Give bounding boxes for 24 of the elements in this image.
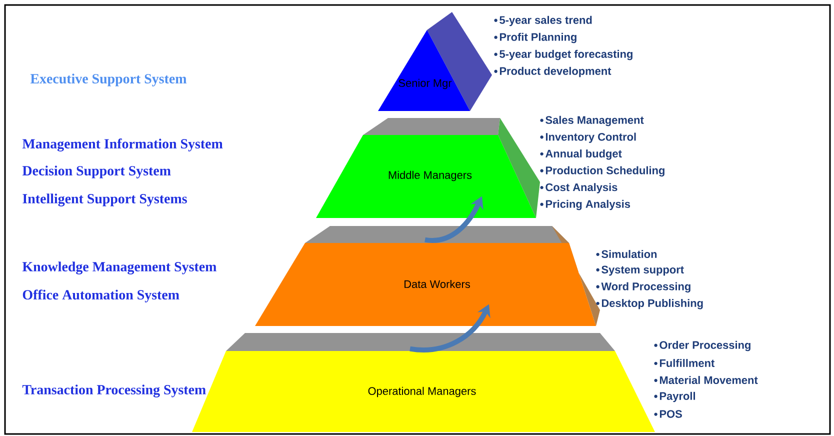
system-name: Intelligent Support Systems [22,194,187,206]
system-name: Knowledge Management System [22,262,216,274]
pyramid-level: Data Workers [255,226,600,326]
system-name: Management Information System [22,138,223,152]
bullet-item: Payroll [654,392,695,402]
bullet-item: Pricing Analysis [540,200,630,210]
bullet-item: Profit Planning [494,32,576,44]
system-name: Decision Support System [22,166,171,178]
bullet-item: Annual budget [540,149,622,160]
bullet-item: Production Scheduling [540,166,664,177]
pyramid-level: Middle Managers [316,118,540,218]
bullet-item: Fulfillment [654,358,714,368]
system-name: Office Automation System [22,290,180,302]
bullet-item: Product development [494,66,612,78]
bullet-item: Inventory Control [540,132,636,143]
system-name: Executive Support System [30,74,186,86]
bullet-item: Cost Analysis [540,183,618,194]
bullet-item: 5-year budget forecasting [494,50,632,60]
bullet-item: Material Movement [654,376,758,384]
bullet-item: 5-year sales trend [494,16,592,26]
bullet-item: Sales Management [540,116,644,126]
bullet-item: Order Processing [654,340,750,352]
bullet-item: POS [654,410,682,418]
pyramid-level: Senior Mgr [378,12,492,111]
